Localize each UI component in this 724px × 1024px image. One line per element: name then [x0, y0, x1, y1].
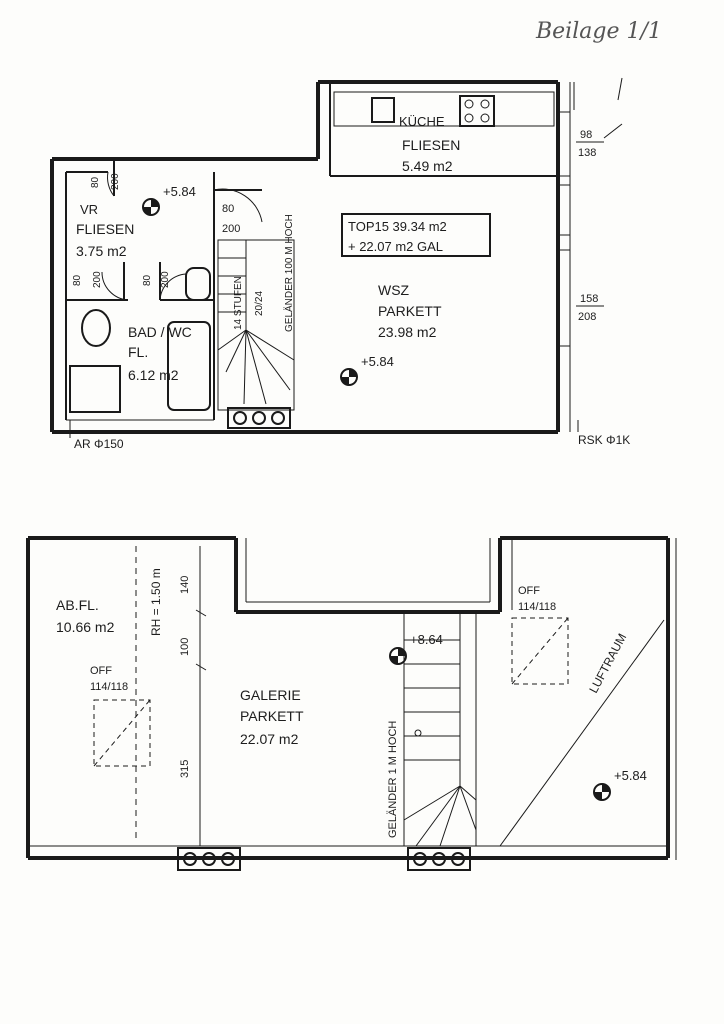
off-left-label: OFF — [90, 665, 112, 677]
level-entry: +5.84 — [163, 184, 196, 199]
rh-label: RH = 1.50 m — [149, 568, 163, 636]
dim-200-d: 200 — [160, 271, 171, 288]
note-ar: AR Φ150 — [74, 437, 124, 451]
kitchen-area: 5.49 m2 — [402, 158, 453, 174]
unit-line-1: TOP15 39.34 m2 — [348, 219, 447, 234]
level-marker-icon — [142, 198, 160, 216]
abfl-area: 10.66 m2 — [56, 619, 115, 635]
bathroom-fixtures — [69, 267, 211, 413]
ground-floor-stairs — [217, 239, 295, 411]
upper-chimney-left — [177, 847, 241, 871]
sink-icon — [371, 97, 395, 123]
dim-80-a: 80 — [90, 176, 101, 188]
upper-floor-stairs — [403, 611, 477, 847]
skylight-right — [511, 617, 569, 685]
hall-floor: FLIESEN — [76, 221, 134, 237]
dim-158: 158 — [580, 293, 598, 305]
upper-floor-plan: +8.64 +5.84 AB.FL. 10.66 m2 RH = 1.50 m … — [26, 536, 677, 871]
shower-icon — [69, 365, 121, 413]
dim-138: 138 — [578, 147, 596, 159]
upper-chimney-right — [407, 847, 471, 871]
level-marker-icon — [389, 647, 407, 665]
bath-floor: FL. — [128, 344, 148, 360]
bathtub-icon — [167, 321, 211, 411]
kitchen-floor: FLIESEN — [402, 137, 460, 153]
living-name: WSZ — [378, 282, 410, 298]
ground-railing: GELÄNDER 100 M HOCH — [283, 214, 295, 332]
dim-80-d: 80 — [142, 274, 153, 286]
unit-line-2: + 22.07 m2 GAL — [348, 239, 443, 254]
luftraum-line — [499, 619, 665, 847]
hall-name: VR — [80, 202, 98, 217]
galerie-area: 22.07 m2 — [240, 731, 299, 747]
stair-steps: 14 STUFEN — [233, 276, 244, 330]
off-right-label: OFF — [518, 585, 540, 597]
dim-200-c: 200 — [92, 271, 103, 288]
off-right-size: 114/118 — [518, 601, 556, 613]
galerie-name: GALERIE — [240, 687, 301, 703]
upper-floor-walls — [26, 536, 677, 860]
dim-315: 315 — [179, 760, 191, 778]
living-area: 23.98 m2 — [378, 324, 437, 340]
dim-200-a: 200 — [110, 173, 121, 190]
hall-area: 3.75 m2 — [76, 243, 127, 259]
chimney-ducts — [227, 407, 291, 429]
dim-80-c: 80 — [72, 274, 83, 286]
kitchen-name: KÜCHE — [399, 114, 445, 129]
upper-railing: GELÄNDER 1 M HOCH — [387, 721, 399, 838]
skylight-left — [93, 699, 151, 767]
level-top: +8.64 — [410, 632, 443, 647]
stair-size: 20/24 — [254, 291, 265, 316]
header-note: Beilage 1/1 — [535, 19, 662, 44]
note-rsk: RSK Φ1K — [578, 433, 630, 447]
luftraum-label: LUFTRAUM — [586, 631, 629, 695]
dim-140: 140 — [179, 576, 191, 594]
level-living: +5.84 — [361, 354, 394, 369]
level-marker-icon — [340, 368, 358, 386]
washbasin-icon — [185, 267, 211, 301]
toilet-icon — [81, 309, 111, 347]
ground-floor-windows — [557, 111, 571, 347]
level-right: +5.84 — [614, 768, 647, 783]
stove-icon — [459, 95, 495, 127]
abfl-name: AB.FL. — [56, 597, 99, 613]
dim-100: 100 — [179, 638, 191, 656]
bath-name: BAD / WC — [128, 324, 192, 340]
level-marker-icon — [593, 783, 611, 801]
bath-area: 6.12 m2 — [128, 367, 179, 383]
dim-200-b: 200 — [222, 223, 240, 235]
dim-208: 208 — [578, 311, 596, 323]
ground-floor-plan: +5.84 +5.84 KÜCHE FLIESEN 5.49 m2 VR FLI… — [50, 77, 630, 451]
door-swings — [101, 171, 263, 301]
dim-80-b: 80 — [222, 203, 234, 215]
off-left-size: 114/118 — [90, 681, 128, 693]
living-floor: PARKETT — [378, 303, 442, 319]
galerie-floor: PARKETT — [240, 708, 304, 724]
unit-box — [341, 213, 491, 257]
dim-98: 98 — [580, 129, 592, 141]
